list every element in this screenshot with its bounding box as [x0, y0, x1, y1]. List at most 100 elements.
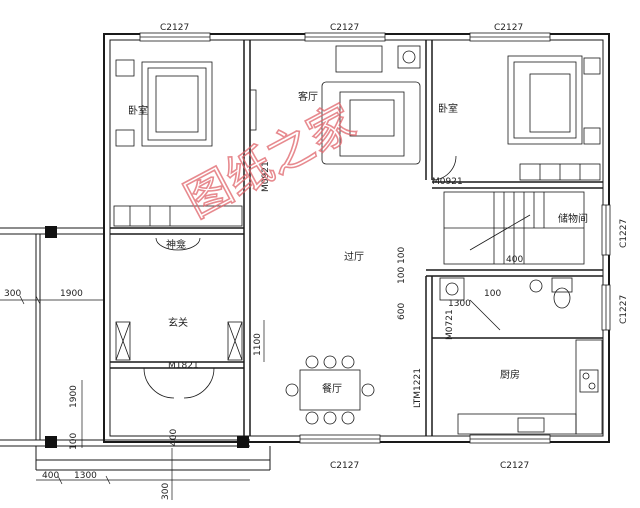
room-living: 客厅 — [298, 90, 318, 103]
window-code-top-right: C2127 — [494, 23, 523, 33]
dining-set — [285, 355, 375, 425]
window-code-top-mid: C2127 — [330, 23, 359, 33]
door-code-ltm1221: LTM1221 — [413, 368, 423, 408]
door-code-m0921-left: M0921 — [261, 161, 271, 192]
burner-1 — [582, 372, 590, 380]
chair-4 — [305, 411, 319, 425]
bed-right-inner — [513, 61, 577, 139]
dim-tick-4 — [105, 475, 111, 485]
bed-right-mattress — [529, 73, 571, 133]
dim-1900-side: 1900 — [69, 385, 79, 408]
armchair — [335, 45, 383, 73]
floor-drain — [529, 279, 543, 293]
lamp — [402, 50, 416, 64]
room-bedroom-right: 卧室 — [438, 102, 458, 115]
dim-600: 600 — [397, 303, 407, 320]
counter-bottom — [457, 413, 577, 435]
nightstand-left-1 — [115, 59, 135, 77]
sofa-set — [321, 81, 421, 165]
bed-left-inner — [147, 67, 207, 141]
dim-100-c: 100 — [484, 289, 501, 299]
room-bedroom-left: 卧室 — [128, 104, 148, 117]
nightstand-right-2 — [583, 127, 601, 145]
watermark: 图纸之家 — [176, 94, 364, 228]
interior-walls — [110, 40, 603, 436]
entry-door-swing-left — [143, 367, 175, 399]
dim-1300-bottom: 1300 — [74, 471, 97, 481]
toilet-bowl — [553, 287, 571, 309]
living-furniture — [249, 45, 421, 165]
dimension-lines — [0, 295, 265, 500]
toilet-tank — [551, 277, 573, 293]
coffee-table — [349, 99, 395, 137]
tv-cabinet — [249, 89, 257, 131]
basin-bowl — [445, 282, 459, 296]
kitchen — [457, 339, 603, 435]
dim-300-left: 300 — [4, 289, 21, 299]
dim-tick-2 — [35, 295, 41, 305]
exterior-wall — [103, 33, 610, 443]
stove — [579, 369, 599, 393]
bed-left — [113, 59, 243, 227]
bath-door-swing — [469, 299, 501, 331]
column-top-left — [45, 226, 57, 238]
bed-right — [507, 55, 601, 181]
door-code-m1821: M1821 — [168, 361, 199, 371]
room-kitchen: 厨房 — [500, 368, 520, 381]
chair-2 — [323, 355, 337, 369]
window-code-bottom-mid: C2127 — [330, 461, 359, 471]
dim-300-bottom: 300 — [161, 483, 171, 500]
dim-100-a: 100 — [397, 267, 407, 284]
dim-400-mid: 400 — [169, 429, 179, 446]
nightstand-right-1 — [583, 57, 601, 75]
dim-400-stair: 400 — [506, 255, 523, 265]
shoe-cabinet-right — [227, 321, 243, 361]
dim-1300-mid: 1300 — [448, 299, 471, 309]
bathroom — [439, 277, 573, 331]
window-code-bottom-right: C2127 — [500, 461, 529, 471]
door-code-m0921-right: M0921 — [432, 177, 463, 187]
bed-left-frame — [141, 61, 213, 147]
window-code-right-upper: C1227 — [619, 219, 629, 248]
window-code-top-left: C2127 — [160, 23, 189, 33]
chair-8 — [361, 383, 375, 397]
shoe-cabinet-left-x2 — [115, 321, 131, 361]
bed-left-mattress — [155, 75, 199, 133]
bed-right-frame — [507, 55, 583, 145]
shrine-niche — [155, 237, 201, 251]
dining-table — [299, 369, 361, 411]
porch — [0, 227, 271, 471]
wardrobe-left — [113, 205, 243, 227]
column-bottom-right — [237, 436, 249, 448]
dim-400-bottom: 400 — [42, 471, 59, 481]
room-dining: 餐厅 — [322, 382, 342, 395]
room-storage: 储物间 — [558, 212, 588, 225]
outer-walls — [103, 33, 610, 443]
dim-tick-1 — [19, 295, 25, 305]
chair-1 — [305, 355, 319, 369]
dim-1900-top: 1900 — [60, 289, 83, 299]
chair-7 — [285, 383, 299, 397]
counter-right — [575, 339, 603, 435]
windows — [139, 32, 611, 444]
shoe-cabinet-left — [115, 321, 131, 361]
staircase — [443, 191, 585, 265]
chair-6 — [341, 411, 355, 425]
chair-5 — [323, 411, 337, 425]
burner-2 — [588, 382, 596, 390]
shoe-cabinet-right-x2 — [227, 321, 243, 361]
sink — [517, 417, 545, 433]
dim-100-side: 100 — [69, 433, 79, 450]
door-code-m0721: M0721 — [445, 309, 455, 340]
chair-3 — [341, 355, 355, 369]
dim-100-b: 100 — [397, 247, 407, 264]
room-hall: 过厅 — [344, 250, 364, 263]
entry-door-swing-right — [183, 367, 215, 399]
dim-tick-3 — [57, 475, 63, 485]
column-bottom-left — [45, 436, 57, 448]
entry-fixtures — [115, 155, 457, 399]
side-table — [397, 45, 421, 69]
basin — [439, 277, 465, 301]
room-shrine: 神龛 — [166, 238, 186, 251]
